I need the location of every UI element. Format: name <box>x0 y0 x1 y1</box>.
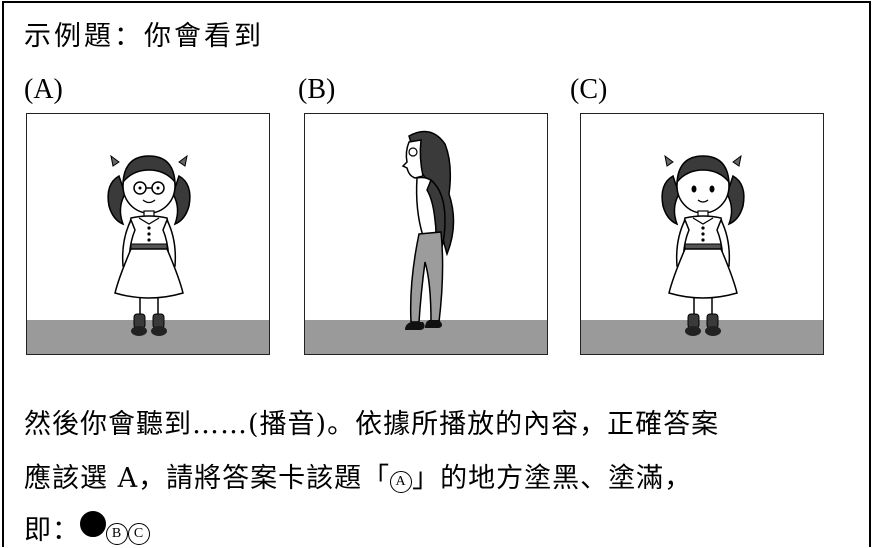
bubble-b: B <box>106 523 128 545</box>
girl-no-glasses-illustration <box>661 154 745 336</box>
instruction-line-2: 應該選 A，請將答案卡該題「A」的地方塗黑、塗滿， <box>24 456 692 495</box>
bubble-c: C <box>128 523 150 545</box>
instruction-line-2-text: 應該選 A，請將答案卡該題「 <box>24 463 391 494</box>
bubble-a-symbol: A <box>390 471 413 493</box>
option-a-label: (A) <box>24 74 63 105</box>
option-c-picture[interactable] <box>580 113 824 355</box>
example-heading: 示例題：你會看到 <box>24 21 264 52</box>
filled-bubble-a <box>80 511 106 537</box>
floor <box>27 320 269 354</box>
girl-with-glasses-illustration <box>107 154 191 336</box>
instruction-line-2-text-end: 」的地方塗黑、塗滿， <box>412 463 693 494</box>
option-b-label: (B) <box>298 74 336 105</box>
woman-side-view-illustration <box>401 130 455 330</box>
example-prefix: 即： <box>24 515 80 546</box>
option-b-picture[interactable] <box>304 113 548 355</box>
option-c-label: (C) <box>570 74 608 105</box>
instruction-line-1: 然後你會聽到……(播音)。依據所播放的內容，正確答案 <box>24 409 720 440</box>
option-a-picture[interactable] <box>26 113 270 355</box>
floor <box>581 320 823 354</box>
